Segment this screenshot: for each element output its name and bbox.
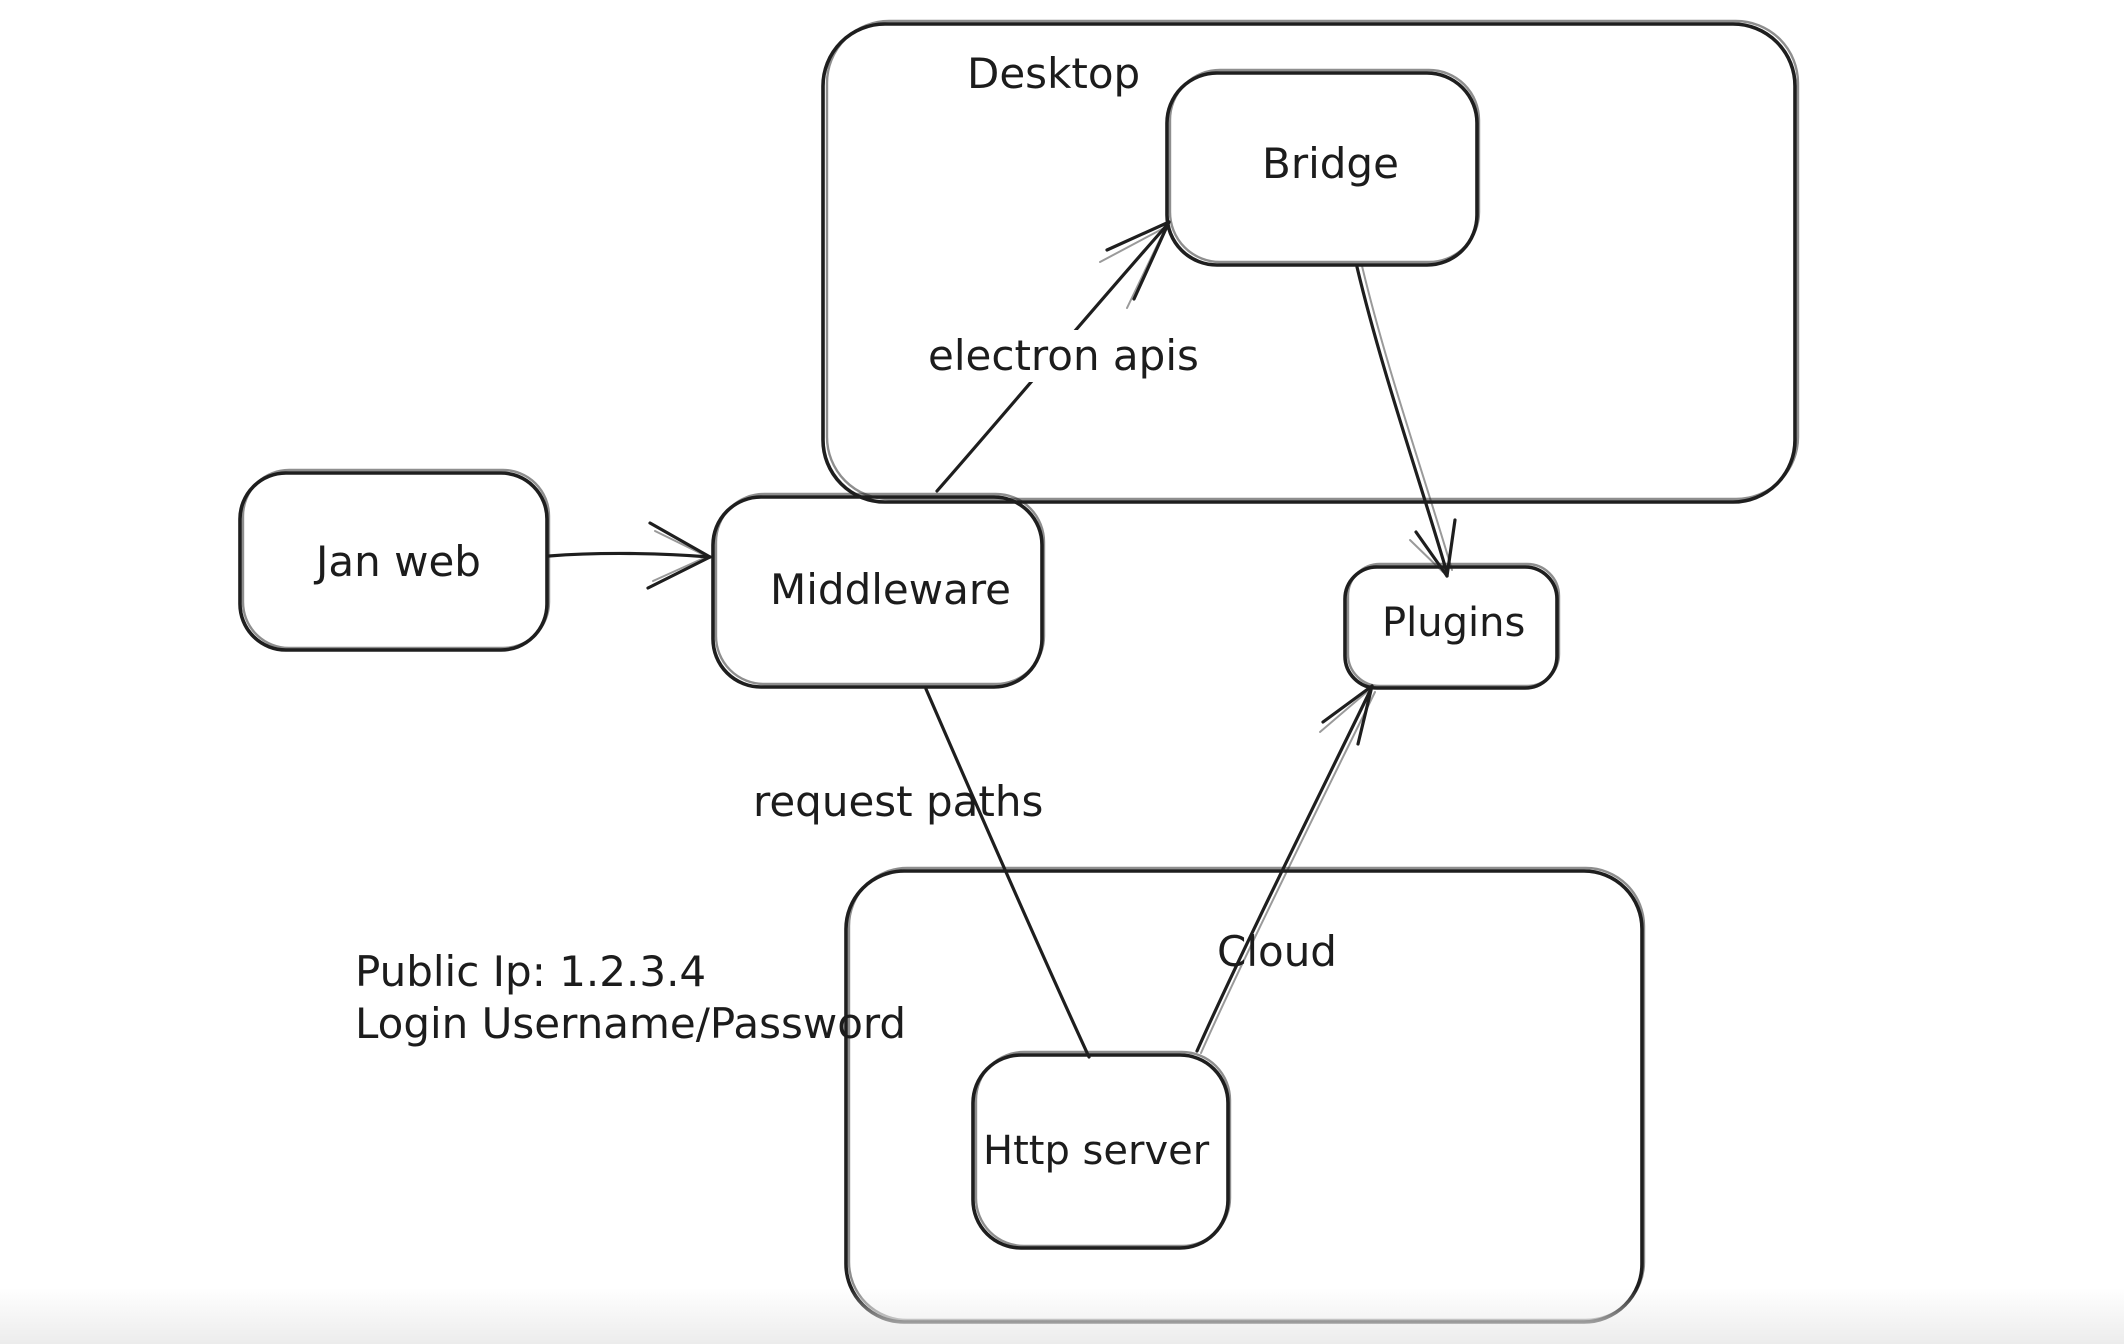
arrow-janweb-to-middleware[interactable] <box>547 521 712 590</box>
line-middleware-to-httpserver[interactable] <box>924 687 1091 1059</box>
middleware-box[interactable] <box>711 492 1046 689</box>
edge-label-request-paths[interactable]: request paths <box>753 777 1044 826</box>
desktop-container-label[interactable]: Desktop <box>967 49 1141 98</box>
bridge-box[interactable] <box>1165 68 1481 267</box>
middleware-label[interactable]: Middleware <box>770 565 1012 614</box>
plugins-box[interactable] <box>1343 562 1561 690</box>
edge-label-electron-apis[interactable]: electron apis <box>920 330 1207 383</box>
jan-web-label[interactable]: Jan web <box>316 537 481 586</box>
public-ip-login-annotation[interactable]: Public Ip: 1.2.3.4 Login Username/Passwo… <box>355 947 907 1049</box>
arrow-bridge-to-plugins[interactable] <box>1355 265 1457 578</box>
bridge-label[interactable]: Bridge <box>1262 139 1399 188</box>
arrow-httpserver-to-plugins[interactable] <box>1195 684 1376 1054</box>
jan-web-box[interactable] <box>238 468 551 652</box>
http-server-label[interactable]: Http server <box>983 1128 1210 1174</box>
plugins-label[interactable]: Plugins <box>1382 600 1526 646</box>
desktop-container-box[interactable] <box>821 19 1800 504</box>
cloud-container-label[interactable]: Cloud <box>1217 927 1337 976</box>
http-server-box[interactable] <box>971 1050 1232 1250</box>
